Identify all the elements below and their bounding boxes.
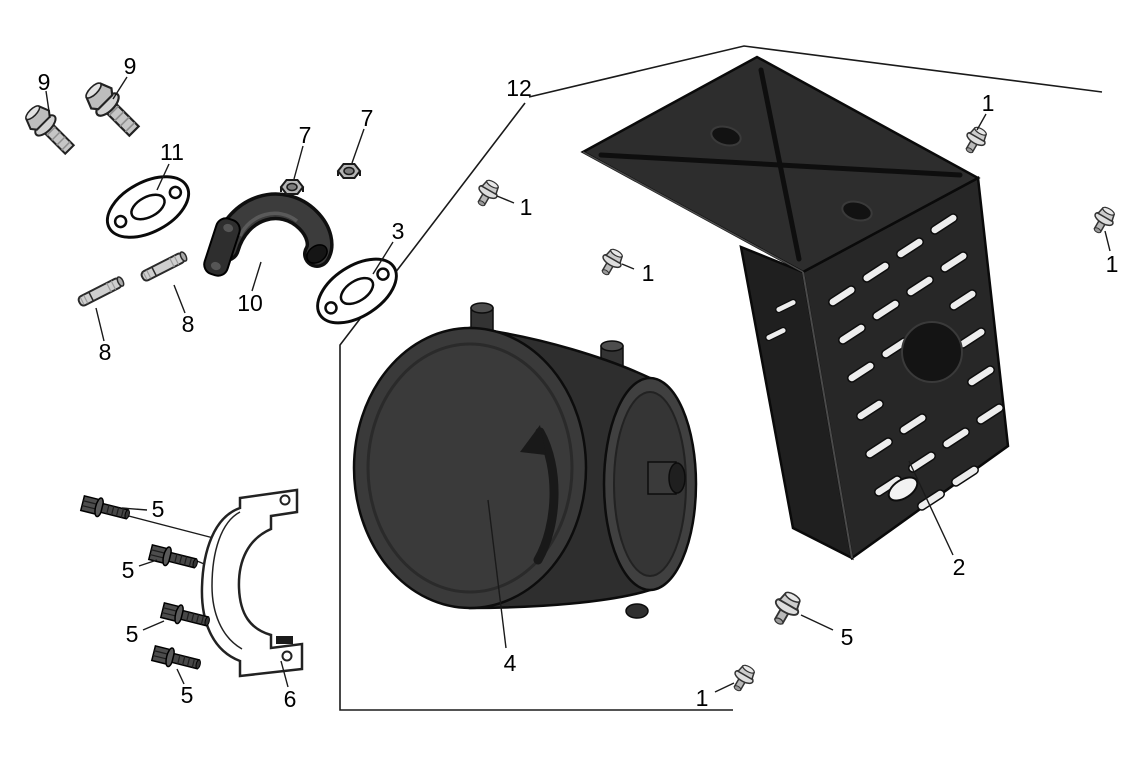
callout-8-a: 8: [99, 339, 112, 365]
bracket-assembly: [79, 488, 304, 678]
callout-4: 4: [504, 650, 517, 676]
guard-top-hole: [710, 125, 742, 147]
muffler: [352, 302, 698, 619]
callout-1-b: 1: [642, 260, 655, 286]
callout-2: 2: [953, 554, 966, 580]
callout-9-a: 9: [38, 69, 51, 95]
callout-5-d: 5: [181, 682, 194, 708]
callout-6: 6: [284, 686, 297, 712]
exhaust-pipe: [203, 192, 334, 277]
callout-1-e: 1: [696, 685, 709, 711]
muffler-guard: [580, 55, 1010, 561]
guard-top-hole: [841, 200, 873, 222]
callout-labels: 9 9 11 7 7 3 10 8 8 12 1 1 1 1 1 4 2 5 5…: [38, 53, 1119, 712]
callout-8-b: 8: [182, 311, 195, 337]
guard-center-hole: [901, 321, 963, 383]
nut-7-left: [280, 179, 304, 195]
callout-7-b: 7: [361, 105, 374, 131]
callout-9-b: 9: [124, 53, 137, 79]
assembly-boundary-12: [339, 45, 1103, 711]
callout-7-a: 7: [299, 122, 312, 148]
leader-lines: [45, 76, 1111, 693]
callout-5-b: 5: [122, 557, 135, 583]
callout-5-right: 5: [841, 624, 854, 650]
callout-11: 11: [160, 139, 184, 165]
callout-3: 3: [392, 218, 405, 244]
callout-12: 12: [506, 75, 532, 101]
callout-5-c: 5: [126, 621, 139, 647]
bracket: [200, 488, 304, 678]
callout-5-a: 5: [152, 496, 165, 522]
guard-bottom-hole: [887, 476, 919, 502]
callout-1-c: 1: [982, 90, 995, 116]
callout-1-d: 1: [1106, 251, 1119, 277]
callout-10: 10: [237, 290, 263, 316]
muffler-face-bracket: [533, 427, 559, 565]
nut-7-right: [337, 163, 361, 179]
callout-1-a: 1: [520, 194, 533, 220]
